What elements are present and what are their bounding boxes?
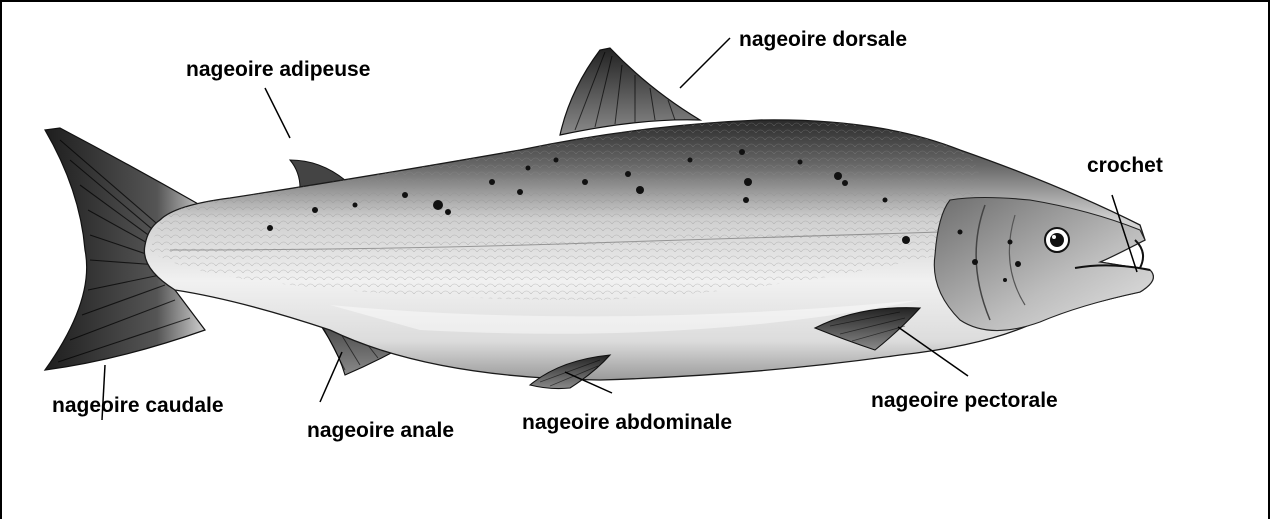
label-caudal-fin: nageoire caudale [52,395,224,416]
leader-adipose [265,88,290,138]
label-hook: crochet [1087,155,1163,176]
dorsal-fin [560,48,700,135]
label-pectoral-fin: nageoire pectorale [871,390,1058,411]
label-anal-fin: nageoire anale [307,420,454,441]
label-abdominal-fin: nageoire abdominale [522,412,732,433]
label-dorsal-fin: nageoire dorsale [739,29,907,50]
leader-dorsal [680,38,730,88]
leader-anal [320,352,342,402]
label-adipose-fin: nageoire adipeuse [186,59,370,80]
